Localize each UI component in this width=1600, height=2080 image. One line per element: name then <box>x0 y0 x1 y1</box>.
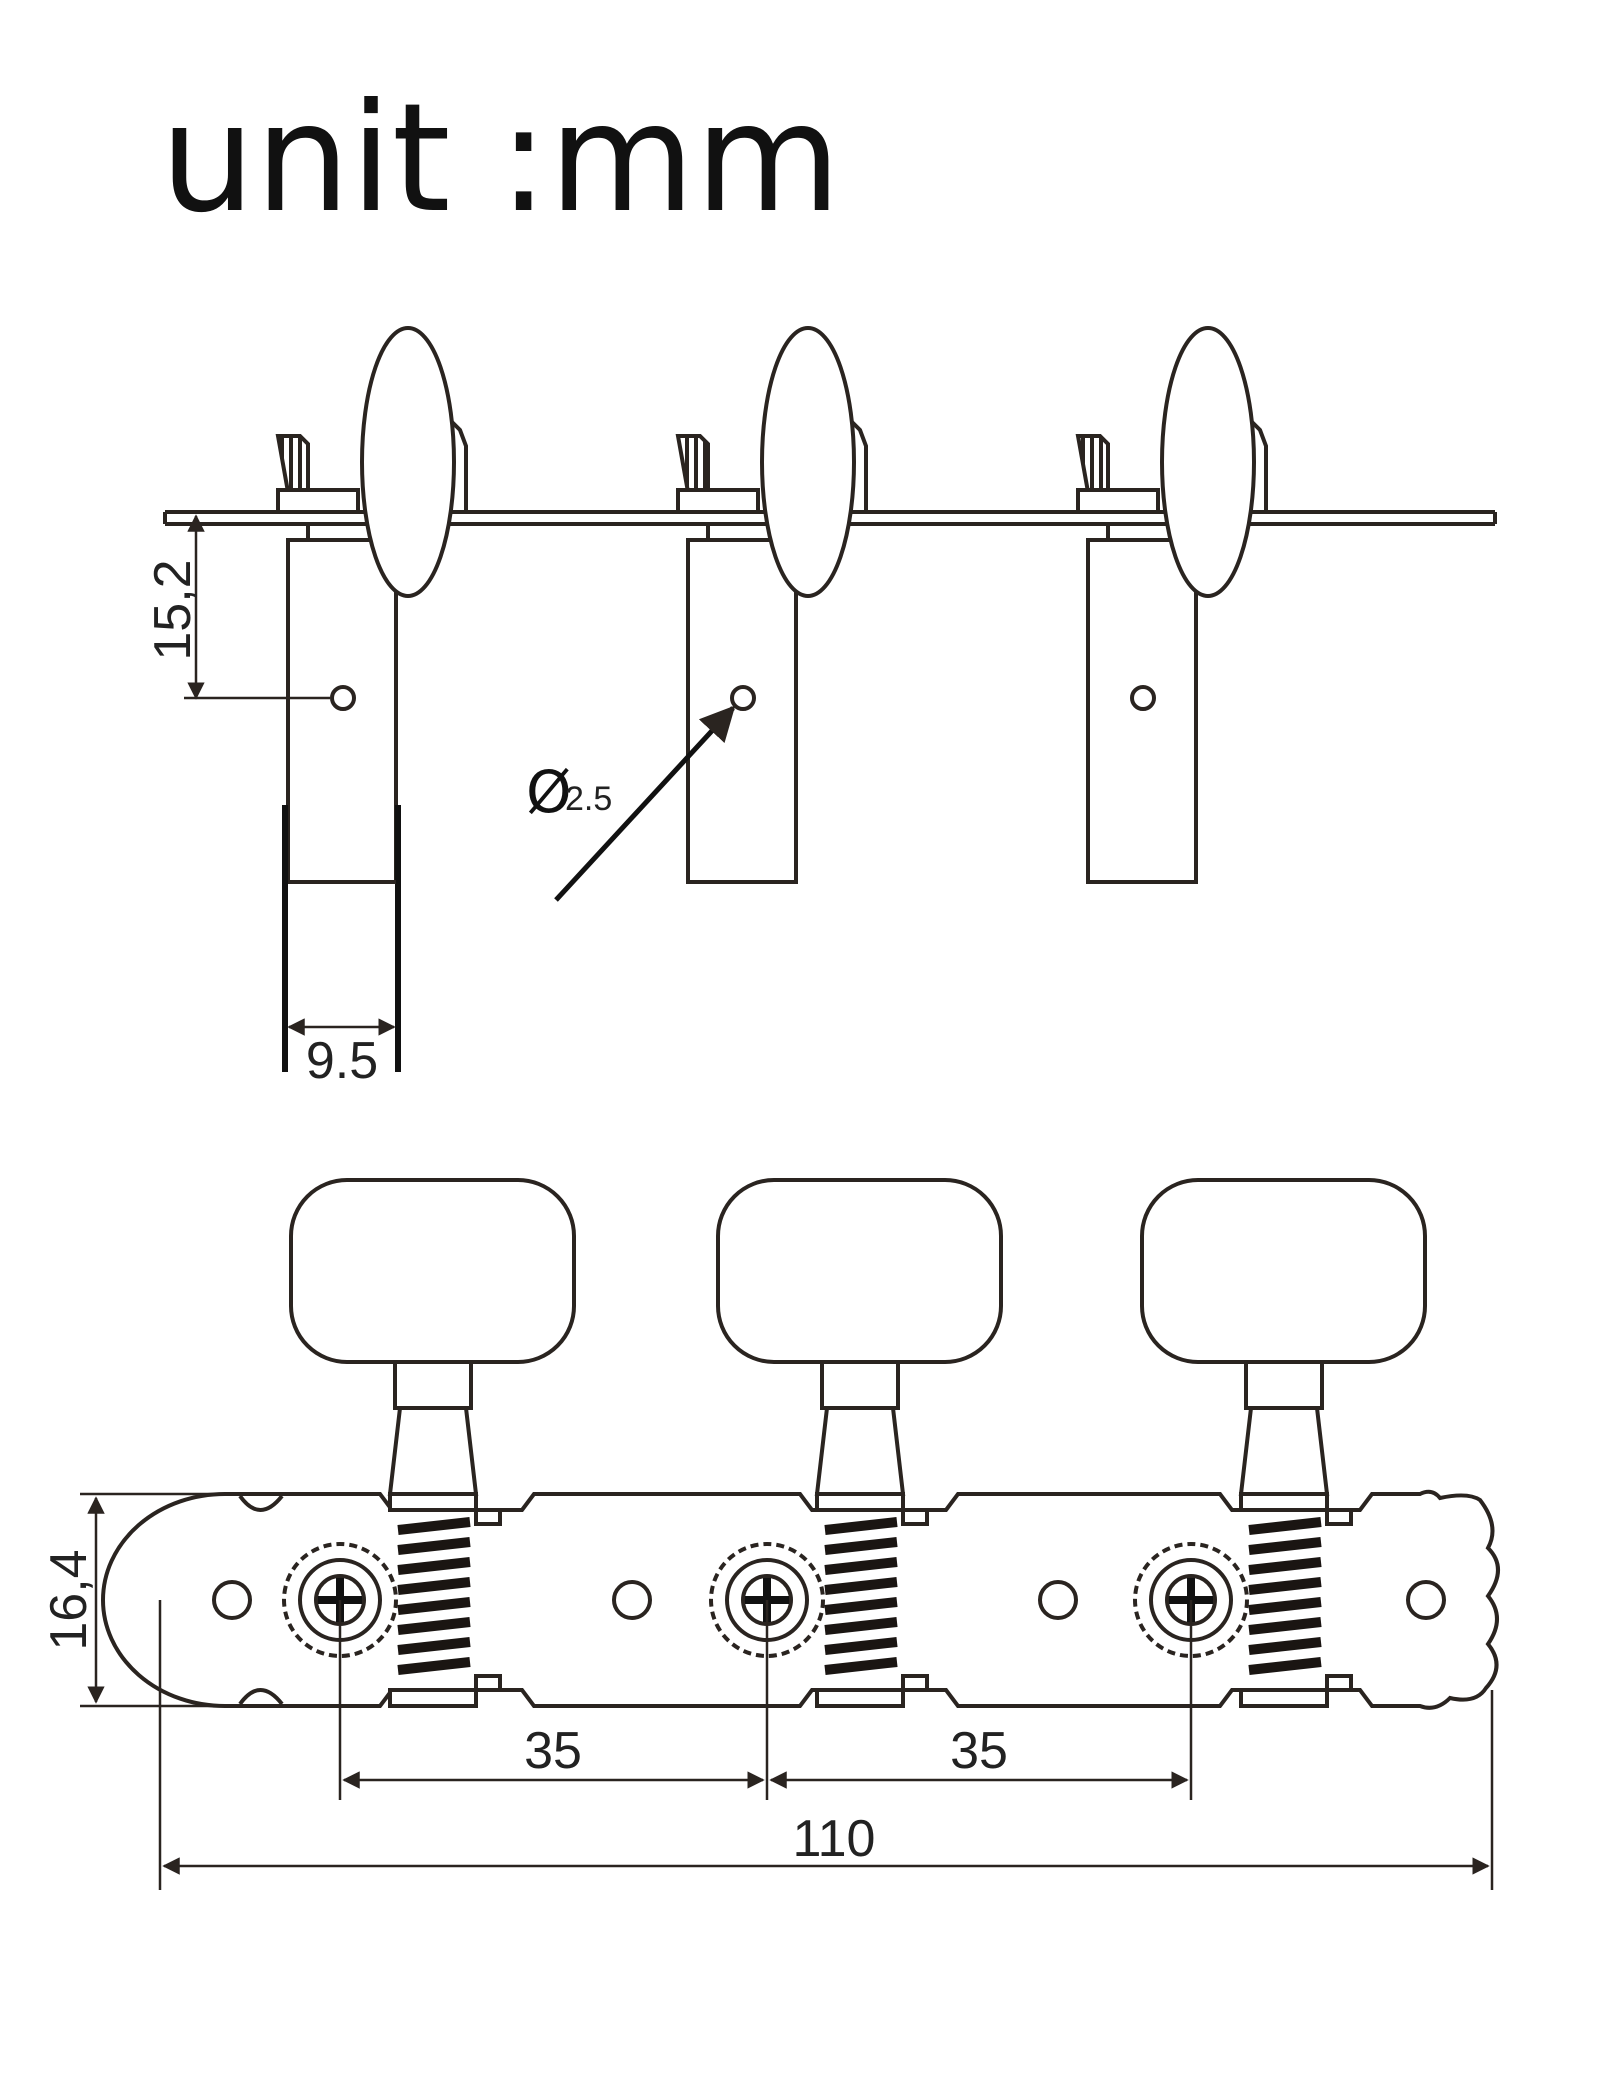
front-view: 16,4 35 35 110 <box>40 1178 1500 1890</box>
dim-overall-length: 110 <box>158 1600 1494 1890</box>
hole-diameter-label: 2.5 <box>565 780 612 818</box>
dim-spacing: 35 35 <box>338 1600 1193 1800</box>
top-tuner-1 <box>275 326 468 884</box>
front-tuner-3 <box>1133 1178 1427 1708</box>
dim-post-offset: 15,2 <box>144 514 330 700</box>
roller-width-label: 9.5 <box>306 1032 378 1090</box>
overall-length-label: 110 <box>793 1810 876 1868</box>
spacing-right-label: 35 <box>950 1722 1008 1780</box>
dim-hole-diameter: Ø 2.5 <box>526 705 736 902</box>
unit-label: unit :mm <box>160 72 841 246</box>
top-tuner-3 <box>1075 326 1268 884</box>
diameter-symbol: Ø <box>526 758 572 826</box>
top-view: 15,2 9.5 Ø 2.5 <box>144 326 1497 1090</box>
top-tuner-2 <box>675 326 868 884</box>
post-offset-label: 15,2 <box>144 559 202 660</box>
dim-plate-height: 16,4 <box>40 1492 225 1708</box>
plate-height-label: 16,4 <box>40 1549 98 1650</box>
dim-roller-width: 9.5 <box>282 805 401 1090</box>
spacing-left-label: 35 <box>524 1722 582 1780</box>
